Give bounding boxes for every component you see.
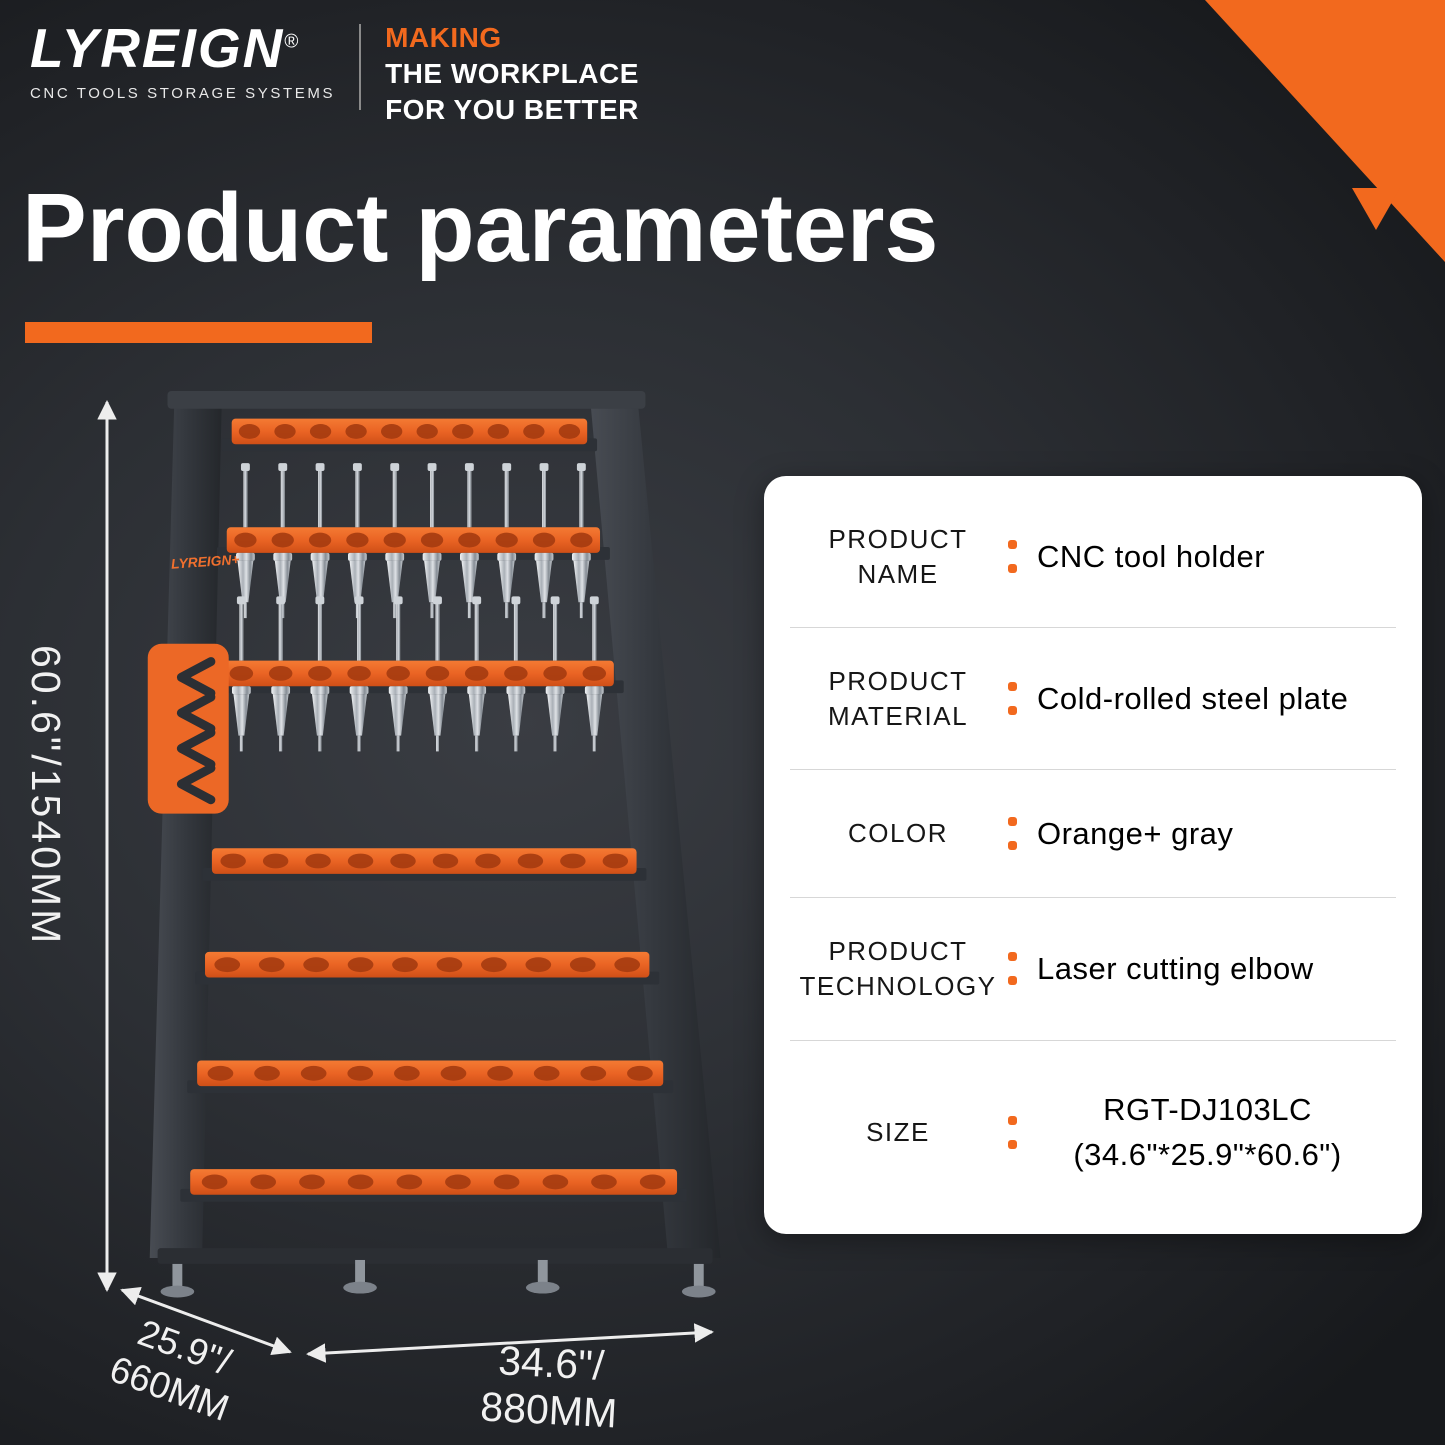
- spec-label: PRODUCT TECHNOLOGY: [799, 935, 997, 1001]
- title-underline: [25, 322, 372, 343]
- spec-divider: [790, 627, 1396, 629]
- spec-label: SIZE: [866, 1116, 930, 1147]
- spec-divider: [790, 769, 1396, 771]
- colon-dot: [1008, 1115, 1017, 1125]
- width-dimension-label: 34.6"/ 880MM: [393, 1332, 707, 1442]
- rack-illustration: LYREIGN+: [147, 390, 721, 1298]
- spec-value: Cold-rolled steel plate: [1037, 681, 1349, 717]
- spec-value: CNC tool holder: [1037, 539, 1266, 575]
- slogan-line-2: THE WORKPLACE: [385, 58, 639, 89]
- spec-value: Laser cutting elbow: [1037, 951, 1314, 987]
- slogan-line-1: MAKING: [385, 22, 502, 53]
- colon-dot: [1008, 706, 1017, 716]
- spec-value: Orange+ gray: [1037, 816, 1234, 852]
- brand-slogan: MAKING THE WORKPLACE FOR YOU BETTER: [385, 20, 639, 128]
- colon-dot: [1008, 682, 1017, 692]
- down-triangle-icon: [1352, 188, 1400, 230]
- colon-dot: [1008, 976, 1017, 986]
- spec-row-size: SIZE RGT-DJ103LC (34.6"*25.9"*60.6"): [768, 1041, 1418, 1225]
- spec-row-product-material: PRODUCT MATERIAL Cold-rolled steel plate: [768, 628, 1418, 769]
- spec-row-color: COLOR Orange+ gray: [768, 770, 1418, 897]
- spec-card: PRODUCT NAME CNC tool holder PRODUCT MAT…: [764, 476, 1422, 1234]
- brand-tagline: CNC TOOLS STORAGE SYSTEMS: [30, 84, 336, 102]
- brand-logo: LYREIGN®: [30, 17, 335, 79]
- colon-dot: [1008, 952, 1017, 962]
- product-photo: LYREIGN+: [128, 388, 760, 1338]
- page-title: Product parameters: [22, 173, 939, 282]
- brand-header: LYREIGN® CNC TOOLS STORAGE SYSTEMS MAKIN…: [30, 17, 639, 128]
- spec-value: RGT-DJ103LC (34.6"*25.9"*60.6"): [1073, 1092, 1342, 1173]
- corner-accent-shape: [1205, 0, 1445, 262]
- logo-block: LYREIGN® CNC TOOLS STORAGE SYSTEMS: [30, 17, 336, 102]
- spec-label: PRODUCT NAME: [828, 523, 968, 589]
- header-divider: [359, 24, 362, 110]
- spec-divider: [790, 897, 1396, 899]
- colon-separator: [1008, 540, 1017, 574]
- colon-dot: [1008, 540, 1017, 550]
- height-dimension-label: 60.6"/1540MM: [23, 645, 69, 947]
- colon-dot: [1008, 841, 1017, 851]
- spec-row-product-technology: PRODUCT TECHNOLOGY Laser cutting elbow: [768, 898, 1418, 1039]
- colon-separator: [1008, 952, 1017, 986]
- colon-dot: [1008, 1139, 1017, 1149]
- registered-mark: ®: [284, 31, 301, 53]
- spec-label: COLOR: [848, 818, 948, 849]
- colon-separator: [1008, 1115, 1017, 1149]
- colon-dot: [1008, 564, 1017, 574]
- spec-divider: [790, 1039, 1396, 1041]
- rack-brand-label: LYREIGN+: [171, 551, 240, 572]
- brand-logo-text: LYREIGN: [30, 17, 285, 79]
- colon-dot: [1008, 817, 1017, 827]
- spec-label: PRODUCT MATERIAL: [827, 665, 969, 731]
- colon-separator: [1008, 682, 1017, 716]
- spec-row-product-name: PRODUCT NAME CNC tool holder: [768, 486, 1418, 627]
- colon-separator: [1008, 817, 1017, 851]
- slogan-line-3: FOR YOU BETTER: [385, 94, 639, 125]
